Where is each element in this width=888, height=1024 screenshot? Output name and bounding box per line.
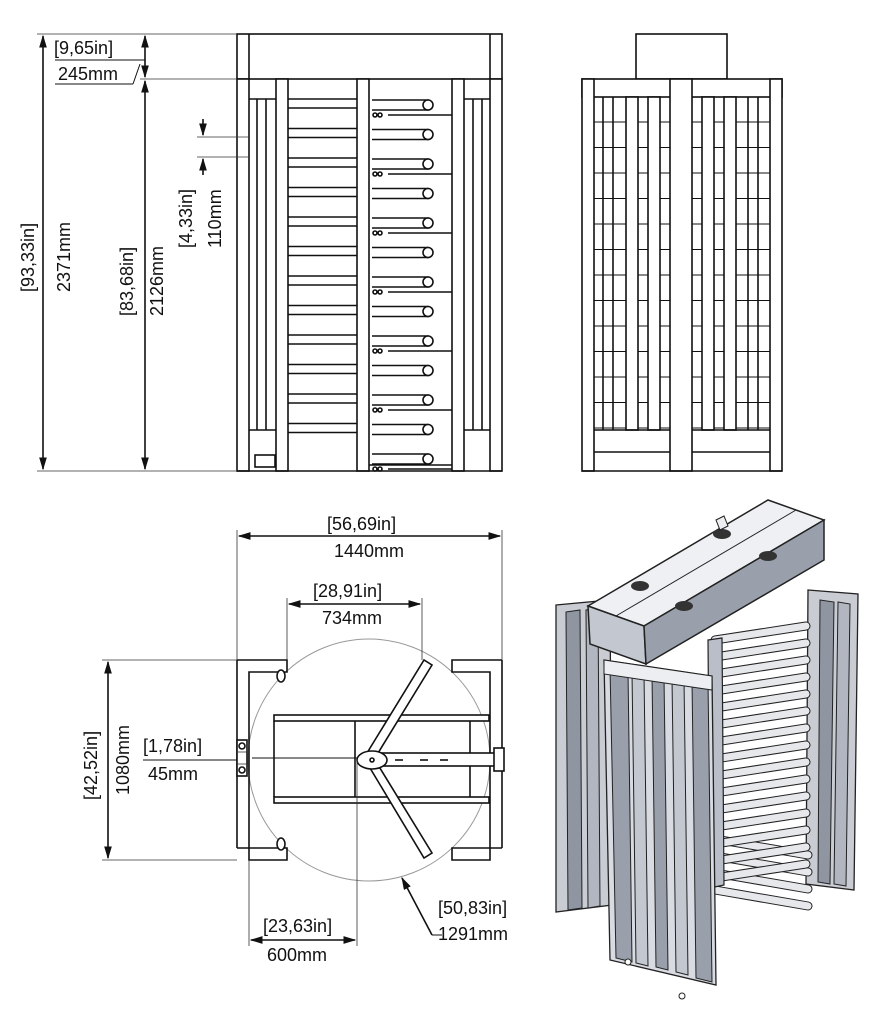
iso-arm <box>711 758 810 780</box>
isometric-view <box>555 499 859 1000</box>
rotor-offset-metric: 600mm <box>267 945 327 965</box>
rotor-arm <box>372 246 429 259</box>
rotor-arm <box>372 364 429 377</box>
rotor-bolt <box>372 171 378 177</box>
fixed-bars-front <box>288 98 357 434</box>
rotor-arm-end <box>422 394 434 406</box>
overall-width-imperial: [56,69in] <box>327 514 396 534</box>
top-box-metric: 245mm <box>58 64 118 84</box>
passage-width-metric: 734mm <box>322 608 382 628</box>
total-height-metric: 2371mm <box>54 222 74 292</box>
rotor-bolt <box>372 466 378 472</box>
iso-arm <box>711 826 810 848</box>
iso-arm <box>711 809 810 831</box>
iso-arm <box>711 724 810 746</box>
rotor-diameter-metric: 1291mm <box>438 924 508 944</box>
rotor-bolt <box>377 289 383 295</box>
rotor-bolt <box>372 407 378 413</box>
offset-metric: 45mm <box>148 764 198 784</box>
iso-arm <box>711 690 810 712</box>
rotor-arm <box>372 99 429 111</box>
side-view <box>581 33 783 472</box>
rotor-arm <box>372 423 429 436</box>
top-dimensions <box>102 530 503 946</box>
iso-arm <box>711 843 810 865</box>
rotor-arm <box>372 276 429 288</box>
rotor-bolt <box>377 466 383 472</box>
rotor-arm-end <box>422 305 434 318</box>
top-view <box>236 638 505 882</box>
front-dimensions <box>37 33 249 472</box>
fixed-bars-side <box>594 121 770 429</box>
rotor-arm-end <box>422 335 434 347</box>
overall-width-metric: 1440mm <box>334 541 404 561</box>
rotor-arm-end <box>422 364 434 377</box>
bar-spacing-metric: 110mm <box>205 189 225 248</box>
iso-arm <box>711 707 810 729</box>
rotor-arm-end <box>422 187 434 200</box>
rotor-arms-front <box>369 99 452 472</box>
rotor-arm <box>372 394 429 406</box>
rotor-bolt <box>372 289 378 295</box>
iso-arm <box>711 673 810 695</box>
rotor-arm-end <box>422 128 434 141</box>
passage-width-imperial: [28,91in] <box>313 581 382 601</box>
rotor-bolt <box>372 230 378 236</box>
rotor-arm <box>372 128 429 141</box>
iso-arm <box>711 860 810 882</box>
rotor-arm <box>372 453 429 465</box>
depth-metric: 1080mm <box>113 725 133 795</box>
bar-spacing-imperial: [4,33in] <box>176 189 196 248</box>
rotor-bolt <box>377 230 383 236</box>
iso-arm <box>711 656 810 678</box>
rotor-arm <box>372 158 429 170</box>
rotor-arm <box>372 335 429 347</box>
rotor-arm <box>372 217 429 229</box>
rotor-arm-end <box>422 276 434 288</box>
rotor-arm-end <box>422 423 434 436</box>
rotor-diameter-imperial: [50,83in] <box>438 898 507 918</box>
total-height-imperial: [93,33in] <box>18 223 38 292</box>
rotor-bolt <box>372 112 378 118</box>
frame-height-imperial: [83,68in] <box>117 247 137 316</box>
frame-height-metric: 2126mm <box>147 246 167 316</box>
rotor-offset-imperial: [23,63in] <box>263 916 332 936</box>
front-view <box>236 33 503 472</box>
rotor-arm <box>372 305 429 318</box>
rotor-arm-end <box>422 453 434 465</box>
iso-arm <box>711 792 810 814</box>
rotor-bolt <box>372 348 378 354</box>
rotor-bolt <box>377 171 383 177</box>
rotor-bolt <box>377 348 383 354</box>
rotor-arm-end <box>422 217 434 229</box>
depth-imperial: [42,52in] <box>81 731 101 800</box>
rotor-bolt <box>377 407 383 413</box>
rotor-arms-iso <box>710 621 813 911</box>
rotor-bolt <box>377 112 383 118</box>
rotor-arm-end <box>422 246 434 259</box>
iso-arm <box>711 639 810 661</box>
rotor-arm-end <box>422 99 434 111</box>
offset-imperial: [1,78in] <box>143 736 202 756</box>
rotor-arm <box>372 187 429 200</box>
iso-arm <box>711 741 810 763</box>
top-box-imperial: [9,65in] <box>54 38 113 58</box>
rotor-arm-end <box>422 158 434 170</box>
iso-arm <box>711 622 810 644</box>
iso-arm <box>711 775 810 797</box>
iso-arm <box>711 886 812 910</box>
